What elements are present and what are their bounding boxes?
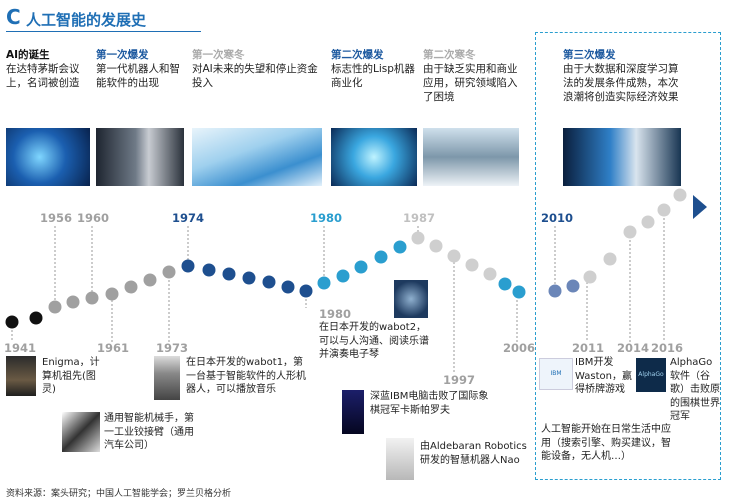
- timeline-dot: [66, 295, 80, 309]
- year-2014: 2014: [617, 341, 650, 355]
- page-title: 人工智能的发展史: [26, 11, 147, 29]
- event-2011: IBM开发Waston，赢得桥牌游戏: [575, 357, 632, 395]
- timeline-dot: [566, 279, 580, 293]
- event-2016: AlphaGo软件（谷歌）击败原的围棋世界冠军: [670, 357, 720, 422]
- timeline-dot: [374, 250, 388, 264]
- event-1973: 在日本开发的wabot1，第一台基于智能软件的人形机器人，可以播放音乐: [186, 357, 306, 395]
- timeline-dot: [242, 271, 256, 285]
- timeline-dot: [623, 225, 637, 239]
- year-1961: 1961: [97, 341, 130, 355]
- timeline-dot: [317, 276, 331, 290]
- era-first-winter: 第一次寒冬对AI未来的失望和停止资金投入: [192, 49, 318, 89]
- year-2010: 2010: [541, 211, 574, 225]
- timeline-dot: [673, 188, 687, 202]
- deep-blue-photo: [342, 390, 364, 434]
- era-second-boom: 第二次爆发标志性的Lisp机器商业化: [331, 49, 415, 89]
- timeline-dot: [222, 267, 236, 281]
- year-1980-bottom: 1980: [319, 307, 352, 321]
- era-second-winter: 第二次寒冬由于缺乏实用和商业应用，研究领域陷入了困境: [423, 49, 518, 103]
- timeline-dot: [281, 280, 295, 294]
- year-1960: 1960: [77, 211, 110, 225]
- year-1956: 1956: [40, 211, 73, 225]
- timeline-dot: [181, 259, 195, 273]
- robot-arm-photo: [62, 412, 100, 452]
- title-letter: C: [6, 5, 21, 29]
- timeline-dot: [393, 240, 407, 254]
- source-note: 资料来源：案头研究；中国人工智能学会；罗兰贝格分析: [6, 489, 232, 499]
- event-1961: 通用智能机械手，第一工业铰接臂（通用汽车公司）: [104, 413, 194, 451]
- timeline-dot: [447, 249, 461, 263]
- watson-logo: IBM Watson: [539, 358, 573, 390]
- ice-photo: [192, 128, 322, 186]
- year-1987: 1987: [403, 211, 436, 225]
- wabot1-photo: [154, 356, 180, 400]
- timeline-dot: [548, 284, 562, 298]
- wabot2-photo: [394, 280, 428, 318]
- year-2011: 2011: [572, 341, 605, 355]
- timeline-dot: [483, 267, 497, 281]
- year-1973: 1973: [156, 341, 189, 355]
- title-underline: [6, 31, 201, 32]
- era-ai-birth: AI的诞生在达特茅斯会议上，名词被创造: [6, 49, 80, 89]
- snow-forest-photo: [423, 128, 519, 186]
- year-2016: 2016: [651, 341, 684, 355]
- circuit-brain-photo: [6, 128, 90, 186]
- year-1980-top: 1980: [310, 211, 343, 225]
- timeline-arrow-icon: [693, 195, 707, 219]
- timeline-dot: [603, 252, 617, 266]
- timeline-dot: [465, 258, 479, 272]
- timeline-dot: [411, 231, 425, 245]
- event-1997b: 由Aldebaran Robotics研发的智慧机器人Nao: [420, 441, 527, 466]
- event-1980: 在日本开发的wabot2，可以与人沟通、阅读乐谱并演奏电子琴: [319, 322, 429, 360]
- event-2014: 人工智能开始在日常生活中应用（搜索引擎、购买建议，智能设备，无人机…）: [541, 424, 671, 462]
- event-1997: 深蓝IBM电脑击败了国际象棋冠军卡斯帕罗夫: [370, 391, 489, 416]
- timeline-dot: [162, 265, 176, 279]
- nao-robot-photo: [386, 438, 414, 480]
- robot-face-photo: [96, 128, 184, 186]
- year-1974: 1974: [172, 211, 205, 225]
- timeline-dot: [354, 260, 368, 274]
- glowing-brain-photo: [331, 128, 417, 186]
- timeline-dot: [29, 311, 43, 325]
- era-first-boom: 第一次爆发第一代机器人和智能软件的出现: [96, 49, 180, 89]
- era-third-boom: 第三次爆发由于大数据和深度学习算法的发展条件成熟，本次浪潮将创造实际经济效果: [563, 49, 679, 103]
- timeline-dot: [48, 300, 62, 314]
- timeline-dot: [583, 270, 597, 284]
- event-1941: Enigma，计算机祖先(图灵): [42, 357, 100, 395]
- timeline-dot: [429, 239, 443, 253]
- timeline-dot: [5, 315, 19, 329]
- timeline-dot: [299, 284, 313, 298]
- timeline-dot: [124, 280, 138, 294]
- timeline-dot: [657, 203, 671, 217]
- timeline-dot: [85, 291, 99, 305]
- timeline-dot: [202, 263, 216, 277]
- timeline-dot: [143, 273, 157, 287]
- enigma-photo: [6, 356, 36, 396]
- timeline-dot: [498, 277, 512, 291]
- timeline-dot: [105, 287, 119, 301]
- timeline-dot: [512, 285, 526, 299]
- alphago-logo: AlphaGo: [636, 358, 666, 392]
- timeline-dot: [641, 215, 655, 229]
- third-boom-frame: [535, 32, 721, 480]
- year-2006: 2006: [503, 341, 536, 355]
- timeline-dot: [262, 275, 276, 289]
- year-1997: 1997: [443, 373, 476, 387]
- timeline-dot: [336, 269, 350, 283]
- year-1941: 1941: [4, 341, 37, 355]
- ai-face-photo: [563, 128, 681, 186]
